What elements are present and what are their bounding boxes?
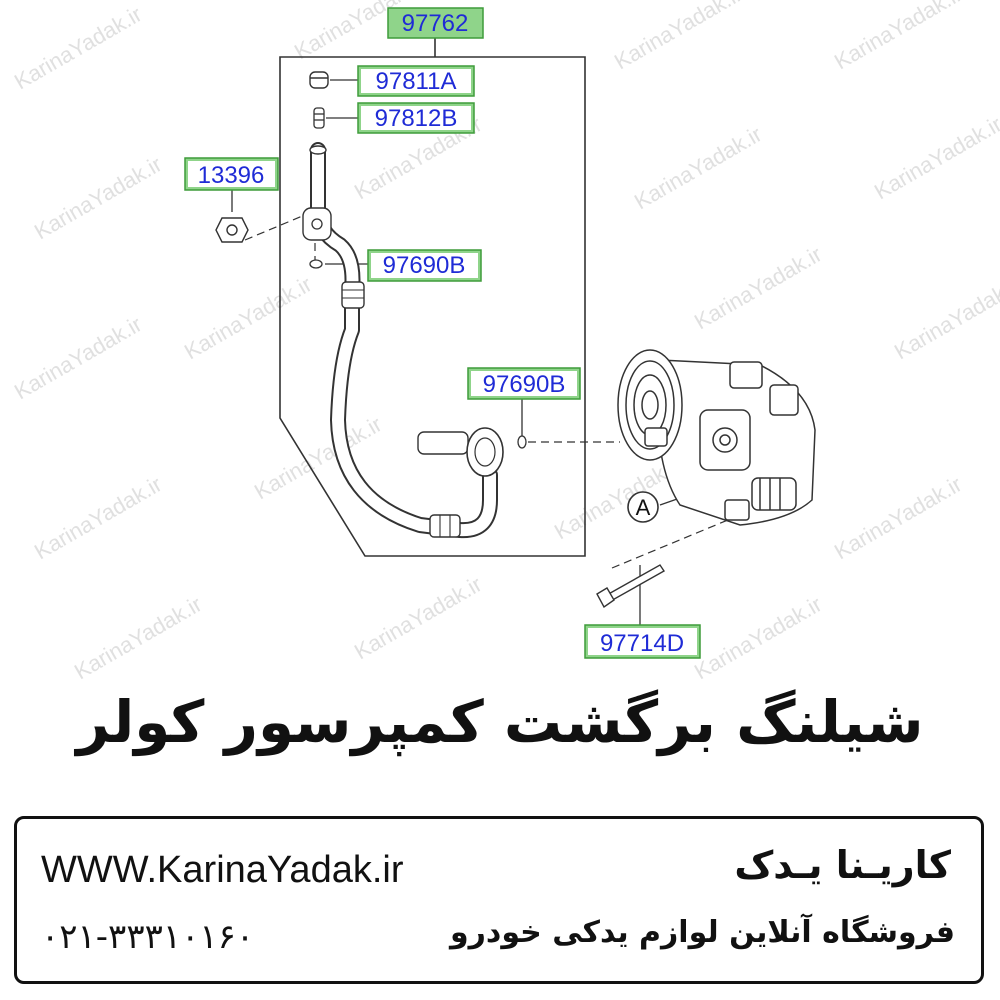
assembly-bracket [279, 38, 586, 557]
website-url[interactable]: WWW.KarinaYadak.ir [41, 849, 404, 891]
callout-o-ring-lower: 97690B [467, 367, 581, 400]
valve-core-part [313, 107, 325, 129]
label-o-ring-upper: 97690B [383, 252, 466, 279]
watermark-text: KarinaYadak.ir [350, 571, 486, 664]
watermark-text: KarinaYadak.ir [180, 271, 316, 364]
label-o-ring-lower: 97690B [483, 371, 566, 398]
watermark-text: KarinaYadak.ir [890, 271, 1000, 364]
label-bolt: 97714D [600, 630, 684, 657]
reference-marker-label: A [636, 495, 651, 520]
watermark-text: KarinaYadak.ir [10, 1, 146, 94]
label-assembly: 97762 [402, 10, 469, 37]
phone-number: ۰۲۱-۳۳۳۱۰۱۶۰ [41, 917, 255, 957]
shop-name: کاریـنا یـدک [734, 843, 951, 887]
watermark-text: KarinaYadak.ir [70, 591, 206, 684]
o-ring-upper-part [309, 259, 323, 269]
callout-nut: 13396 [184, 157, 279, 191]
shop-tagline: فروشگاه آنلاین لوازم یدکی خودرو [450, 915, 955, 950]
bolt-part [596, 564, 666, 609]
footer-info-box: WWW.KarinaYadak.ir ۰۲۱-۳۳۳۱۰۱۶۰ کاریـنا … [14, 816, 984, 984]
label-valve-core: 97812B [375, 105, 458, 132]
watermark-text: KarinaYadak.ir [30, 471, 166, 564]
callout-cap: 97811A [357, 65, 475, 97]
watermark-text: KarinaYadak.ir [630, 121, 766, 214]
o-ring-lower-part [517, 435, 527, 449]
callout-o-ring-upper: 97690B [367, 249, 482, 282]
reference-marker: A [627, 491, 659, 523]
cap-part [309, 71, 329, 89]
parts-diagram: KarinaYadak.ir KarinaYadak.ir KarinaYada… [10, 0, 1000, 684]
nut-part [215, 217, 249, 243]
label-cap: 97811A [376, 68, 457, 95]
watermark-text: KarinaYadak.ir [870, 111, 1000, 204]
callout-bolt: 97714D [584, 624, 701, 659]
watermark-text: KarinaYadak.ir [830, 471, 966, 564]
callout-valve-core: 97812B [357, 102, 475, 134]
watermark-text: KarinaYadak.ir [690, 591, 826, 684]
callout-assembly: 97762 [387, 7, 484, 39]
leader-lines [231, 79, 681, 625]
watermark-text: KarinaYadak.ir [610, 0, 746, 74]
label-nut: 13396 [198, 162, 265, 189]
watermark-text: KarinaYadak.ir [10, 311, 146, 404]
page-title: شیلنگ برگشت کمپرسور کولر [76, 688, 924, 756]
watermark-text: KarinaYadak.ir [690, 241, 826, 334]
watermark-text: KarinaYadak.ir [830, 0, 966, 74]
hose-assembly [302, 142, 504, 539]
watermark-text: KarinaYadak.ir [30, 151, 166, 244]
watermark-layer: KarinaYadak.ir KarinaYadak.ir KarinaYada… [10, 0, 1000, 684]
compressor-drawing [617, 349, 816, 526]
